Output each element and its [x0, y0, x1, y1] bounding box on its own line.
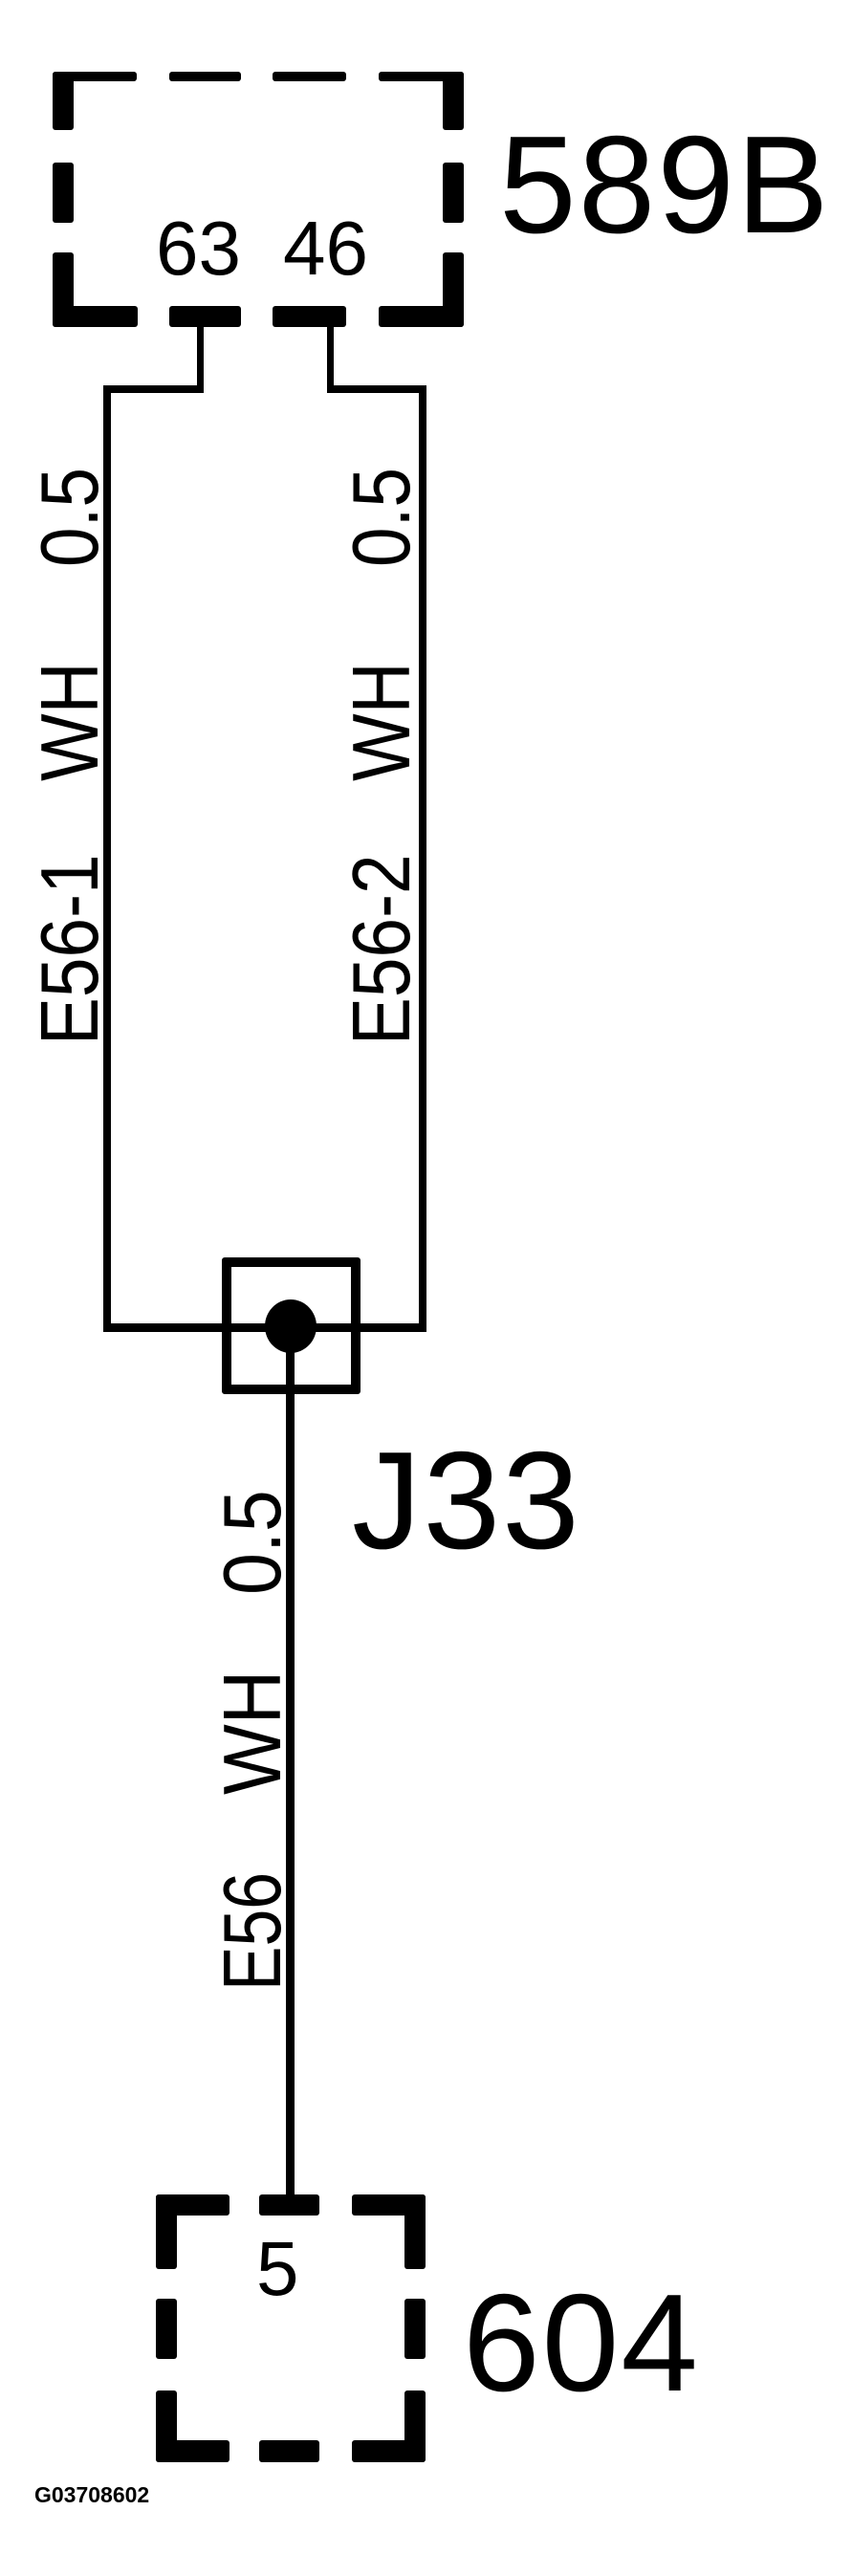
- connector-outline-dash: [169, 72, 241, 81]
- wire-label-e56-1-circuit: E56-1: [25, 854, 116, 1045]
- wire-label-e56-color: WH: [208, 1670, 298, 1795]
- wire-label-e56-size: 0.5: [208, 1490, 298, 1595]
- connector-outline-dash: [273, 72, 346, 81]
- connector-outline-dash: [352, 2440, 426, 2462]
- connector-outline-dash: [53, 163, 74, 223]
- connector-label-604: 604: [463, 2265, 700, 2420]
- wire-e56: [286, 1326, 295, 2196]
- connector-outline-dash: [259, 2440, 319, 2462]
- connector-outline-dash: [404, 2194, 426, 2269]
- wire-e56-2-to-splice: [356, 1323, 426, 1332]
- pin-46-terminal: [273, 306, 346, 327]
- connector-outline-dash: [443, 72, 464, 130]
- connector-label-589b: 589B: [499, 107, 831, 262]
- connector-outline-dash: [53, 72, 137, 81]
- wire-e56-1-stub: [197, 327, 204, 393]
- pin-5-terminal: [259, 2194, 319, 2216]
- wire-label-e56-2-size: 0.5: [337, 468, 427, 567]
- connector-outline-dash: [53, 306, 138, 327]
- connector-outline-dash: [379, 306, 464, 327]
- wire-e56-1-to-splice: [103, 1323, 228, 1332]
- wire-label-e56-2-circuit: E56-2: [337, 854, 427, 1045]
- connector-outline-dash: [156, 2194, 177, 2269]
- wire-e56-2-stub: [327, 327, 334, 393]
- pin-label-63: 63: [156, 206, 241, 291]
- pin-label-5: 5: [256, 2226, 299, 2311]
- connector-outline-dash: [443, 163, 464, 223]
- connector-outline-dash: [53, 72, 74, 130]
- wire-e56-1-jog: [103, 385, 204, 393]
- connector-outline-dash: [156, 2299, 177, 2359]
- wire-e56-2: [419, 385, 426, 1332]
- wire-label-e56-1-size: 0.5: [25, 468, 116, 567]
- connector-outline-dash: [379, 72, 464, 81]
- wire-label-e56-circuit: E56: [208, 1871, 298, 1991]
- connector-outline-dash: [156, 2440, 229, 2462]
- pin-63-terminal: [169, 306, 241, 327]
- pin-label-46: 46: [283, 206, 368, 291]
- figure-id: G03708602: [34, 2482, 150, 2507]
- wire-e56-1: [103, 385, 111, 1332]
- wire-label-e56-1-color: WH: [25, 662, 116, 781]
- wire-label-e56-2-color: WH: [337, 662, 427, 781]
- connector-outline-dash: [404, 2299, 426, 2359]
- wire-e56-2-jog: [327, 385, 426, 393]
- splice-label-j33: J33: [352, 1423, 581, 1578]
